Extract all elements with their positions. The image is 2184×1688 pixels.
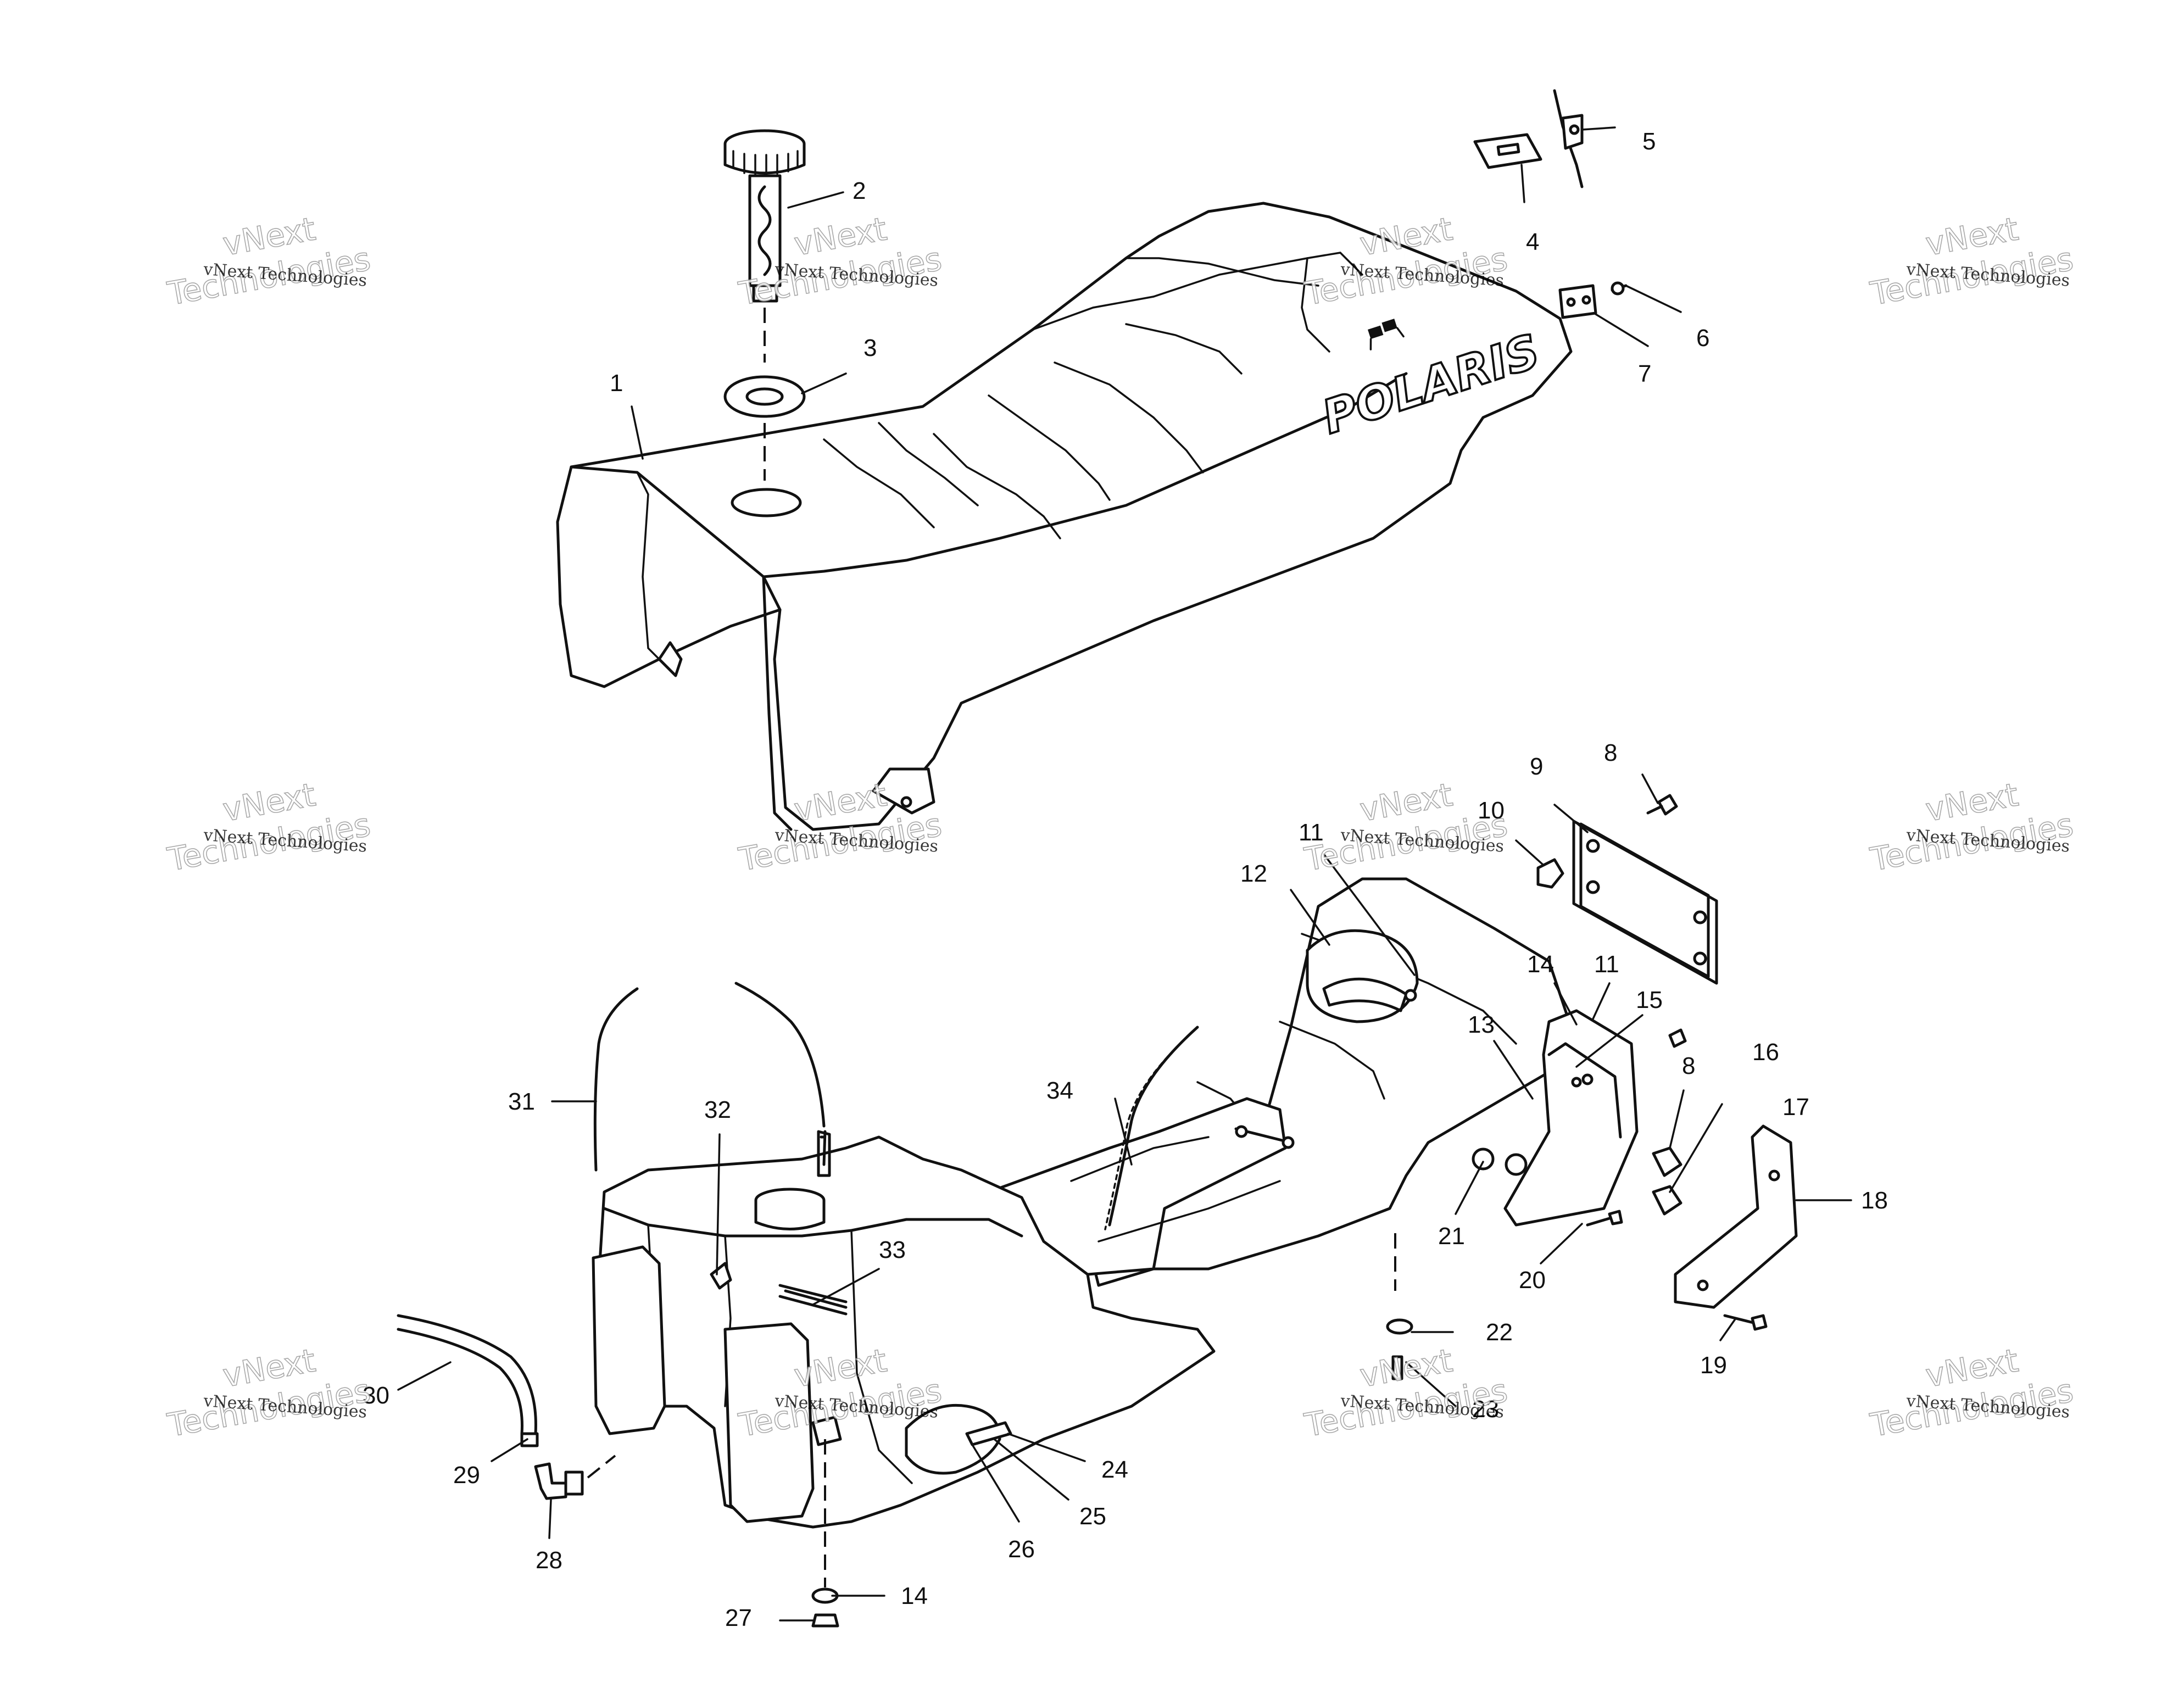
fuel-elbow-fitting xyxy=(534,1462,567,1500)
callout-21: 21 xyxy=(1438,1223,1465,1250)
callout-15: 15 xyxy=(1636,987,1663,1013)
seat-latch-bracket xyxy=(1473,89,1584,188)
callout-25: 25 xyxy=(1079,1503,1106,1530)
fuel-cap-gasket xyxy=(723,375,806,418)
callout-4: 4 xyxy=(1526,229,1539,255)
callout-5: 5 xyxy=(1642,128,1656,155)
callout-3: 3 xyxy=(863,335,877,361)
callout-16: 16 xyxy=(1752,1039,1779,1066)
callout-8-plate: 8 xyxy=(1604,739,1617,766)
callout-2: 2 xyxy=(853,177,866,204)
callout-29: 29 xyxy=(453,1462,480,1489)
callout-7: 7 xyxy=(1638,360,1651,387)
callout-12: 12 xyxy=(1240,860,1267,887)
callout-20: 20 xyxy=(1519,1267,1546,1294)
callout-numbers: 1 2 3 4 5 6 7 8 8 9 10 11 11 12 13 14 14… xyxy=(363,128,1888,1631)
leader-lines xyxy=(397,126,1852,1622)
checkered-flags-icon xyxy=(1368,319,1405,350)
fuel-tank-and-frame xyxy=(592,877,1573,1529)
seat-rear-plate xyxy=(1558,281,1628,319)
callout-31: 31 xyxy=(508,1088,535,1115)
callout-17: 17 xyxy=(1782,1094,1809,1121)
callout-6: 6 xyxy=(1696,325,1709,352)
callout-24: 24 xyxy=(1101,1456,1128,1483)
callout-10: 10 xyxy=(1478,797,1505,824)
callout-34: 34 xyxy=(1046,1077,1073,1104)
callout-22: 22 xyxy=(1486,1319,1513,1346)
callout-27: 27 xyxy=(725,1605,752,1631)
callout-8-taillight: 8 xyxy=(1682,1052,1695,1079)
watermark-word-vnext: vNext xyxy=(1923,1341,2021,1394)
callout-13: 13 xyxy=(1468,1011,1495,1038)
callout-11-hump: 11 xyxy=(1299,819,1324,846)
seat-cover: POLARIS xyxy=(556,202,1573,831)
callout-26: 26 xyxy=(1008,1536,1035,1563)
taillight-assembly xyxy=(1404,989,1798,1331)
callout-32: 32 xyxy=(704,1096,731,1123)
license-plate-bracket xyxy=(1536,794,1718,985)
callout-1: 1 xyxy=(610,370,623,397)
callout-23: 23 xyxy=(1472,1396,1499,1423)
callout-9: 9 xyxy=(1530,753,1543,780)
fuel-hose xyxy=(397,1314,537,1435)
vent-hose-left xyxy=(593,987,639,1172)
callout-11-taillight: 11 xyxy=(1594,951,1619,978)
vent-hose-right xyxy=(734,982,826,1128)
callout-14-taillight: 14 xyxy=(1527,951,1554,978)
fuel-cap-assembly xyxy=(723,129,806,303)
callout-18: 18 xyxy=(1861,1187,1888,1214)
callout-14-bottom: 14 xyxy=(901,1583,928,1609)
callout-33: 33 xyxy=(879,1236,906,1263)
callout-28: 28 xyxy=(536,1547,562,1574)
callout-30: 30 xyxy=(363,1382,389,1409)
callout-19: 19 xyxy=(1700,1352,1727,1379)
watermark-word-vnext: vNext xyxy=(792,1341,890,1394)
